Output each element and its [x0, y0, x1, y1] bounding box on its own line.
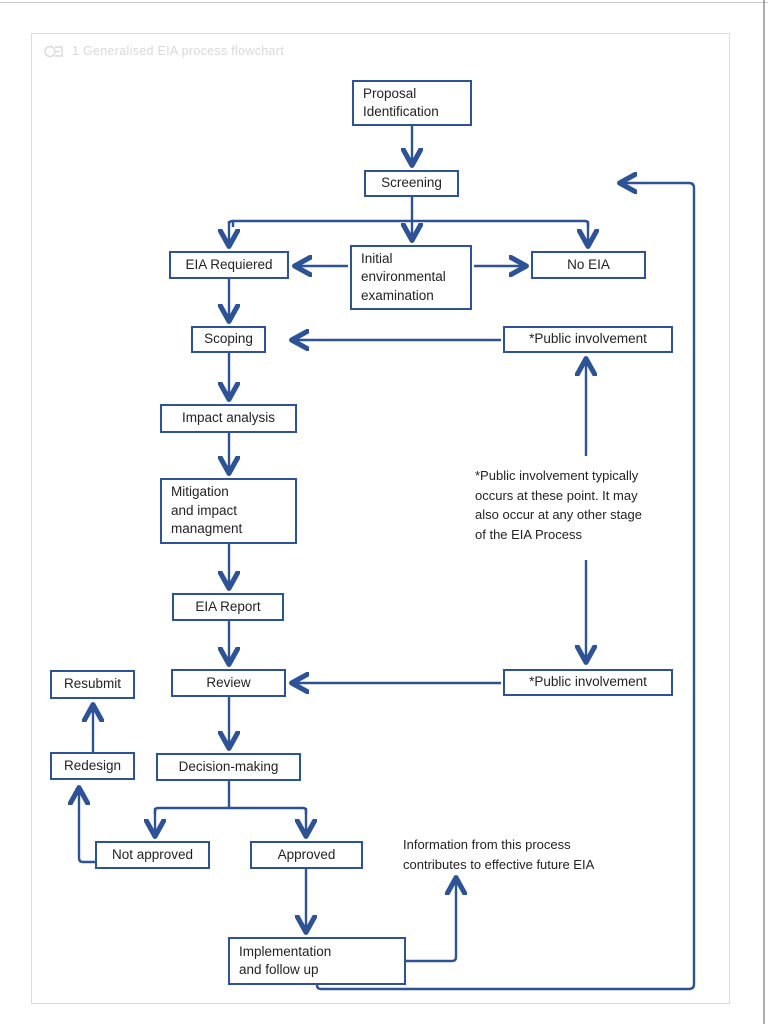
node-proposal-identification[interactable]: Proposal Identification	[352, 80, 472, 126]
node-initial-environmental-examination[interactable]: Initial environmental examination	[350, 245, 472, 310]
node-screening[interactable]: Screening	[364, 170, 459, 197]
node-no-eia[interactable]: No EIA	[531, 251, 646, 279]
node-scoping[interactable]: Scoping	[191, 326, 266, 353]
node-decision-making[interactable]: Decision-making	[156, 753, 301, 781]
node-resubmit[interactable]: Resubmit	[50, 670, 135, 699]
node-eia-required[interactable]: EIA Requiered	[169, 251, 289, 279]
page-top-edge	[0, 2, 768, 3]
figure-caption-text: 1 Generalised EIA process flowchart	[72, 44, 284, 58]
image-placeholder-icon	[44, 45, 64, 58]
node-approved[interactable]: Approved	[250, 841, 363, 869]
node-eia-report[interactable]: EIA Report	[172, 593, 284, 621]
node-public-involvement-review[interactable]: *Public involvement	[503, 669, 673, 696]
node-not-approved[interactable]: Not approved	[95, 841, 210, 869]
node-public-involvement-scoping[interactable]: *Public involvement	[503, 326, 673, 353]
node-impact-analysis[interactable]: Impact analysis	[160, 404, 297, 433]
page-right-edge	[763, 0, 765, 1024]
node-implementation-and-follow-up[interactable]: Implementation and follow up	[228, 937, 406, 985]
figure-caption: 1 Generalised EIA process flowchart	[44, 44, 284, 58]
node-mitigation-and-impact-management[interactable]: Mitigation and impact managment	[160, 478, 297, 544]
note-feedback-information: Information from this process contribute…	[403, 837, 595, 872]
node-review[interactable]: Review	[171, 669, 286, 697]
node-redesign[interactable]: Redesign	[50, 752, 135, 780]
note-public-involvement: *Public involvement typically occurs at …	[475, 468, 642, 542]
